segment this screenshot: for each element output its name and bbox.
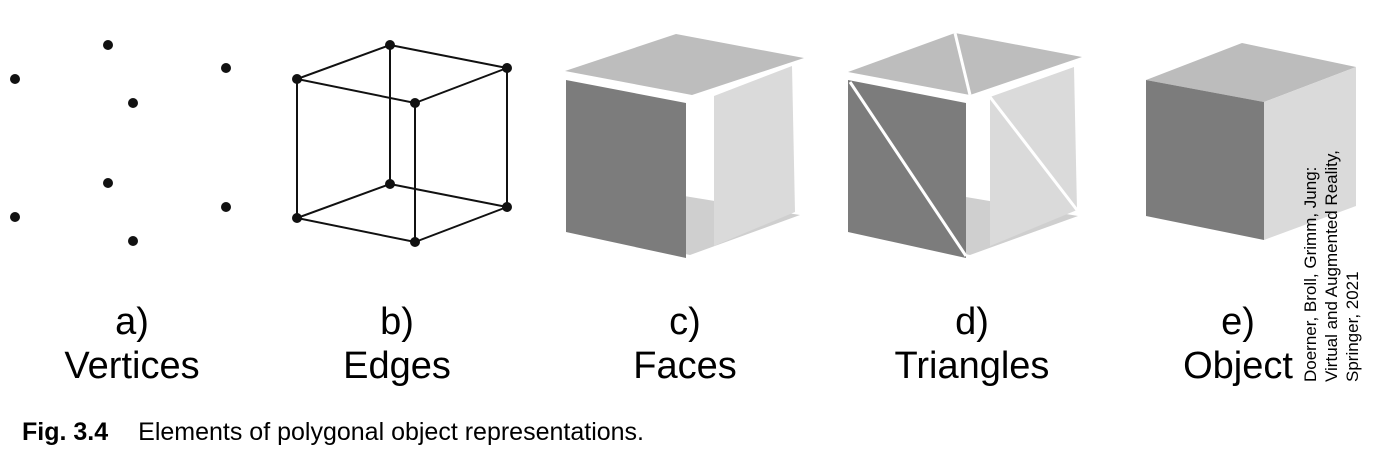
credit-line: Doerner, Broll, Grimm, Jung:: [1301, 166, 1320, 382]
vertex: [292, 74, 302, 84]
triangle-edge: [848, 81, 968, 257]
polygon-elements-figure: [10, 32, 1356, 258]
panel-letter: e): [1221, 301, 1255, 343]
vertex: [221, 202, 231, 212]
vertex: [128, 236, 138, 246]
panel-letter: c): [669, 301, 701, 343]
cube-right: [1264, 67, 1356, 240]
triangles-panel: [848, 32, 1082, 258]
triangles-label: d) Triangles: [852, 300, 1092, 388]
panel-letter: b): [380, 301, 414, 343]
top-face: [848, 33, 1082, 95]
object-label: e) Object: [1118, 300, 1358, 388]
cube-bottom-edges: [293, 182, 511, 244]
panel-letter: a): [115, 301, 149, 343]
cube-top-edges: [293, 43, 511, 105]
credit-line: Springer, 2021: [1343, 271, 1362, 382]
vertex: [103, 40, 113, 50]
faces-label: c) Faces: [565, 300, 805, 388]
top-face: [565, 34, 804, 95]
cube-front: [1146, 80, 1264, 240]
vertex: [502, 202, 512, 212]
figure-number: Fig. 3.4: [22, 418, 109, 446]
front-face: [566, 80, 686, 258]
vertex: [385, 179, 395, 189]
right-face: [714, 66, 795, 246]
edges-panel: [292, 40, 512, 247]
panel-name: Object: [1183, 345, 1293, 387]
object-panel: [1146, 43, 1356, 240]
vertex: [10, 212, 20, 222]
caption-text: Elements of polygonal object representat…: [138, 418, 644, 446]
edges-label: b) Edges: [277, 300, 517, 388]
panel-name: Vertices: [64, 345, 200, 387]
panel-name: Triangles: [894, 345, 1050, 387]
panel-letter: d): [955, 301, 989, 343]
vertex: [385, 40, 395, 50]
credit-line: Virtual and Augmented Reality,: [1322, 150, 1341, 382]
vertex: [128, 98, 138, 108]
vertex: [410, 237, 420, 247]
vertex: [221, 63, 231, 73]
vertex: [292, 213, 302, 223]
figure-caption: Fig. 3.4 Elements of polygonal object rep…: [22, 418, 644, 447]
vertex: [10, 74, 20, 84]
panel-name: Faces: [633, 345, 737, 387]
panel-name: Edges: [343, 345, 451, 387]
vertex: [103, 178, 113, 188]
faces-panel: [565, 34, 804, 258]
right-face: [990, 67, 1077, 246]
triangle-edge: [953, 32, 972, 96]
vertices-panel: [10, 40, 231, 246]
vertex: [502, 63, 512, 73]
cube-top: [1146, 43, 1356, 102]
triangle-edge: [988, 96, 1079, 211]
vertex: [410, 98, 420, 108]
vertices-label: a) Vertices: [12, 300, 252, 388]
source-credit: Doerner, Broll, Grimm, Jung: Virtual and…: [1300, 122, 1382, 382]
